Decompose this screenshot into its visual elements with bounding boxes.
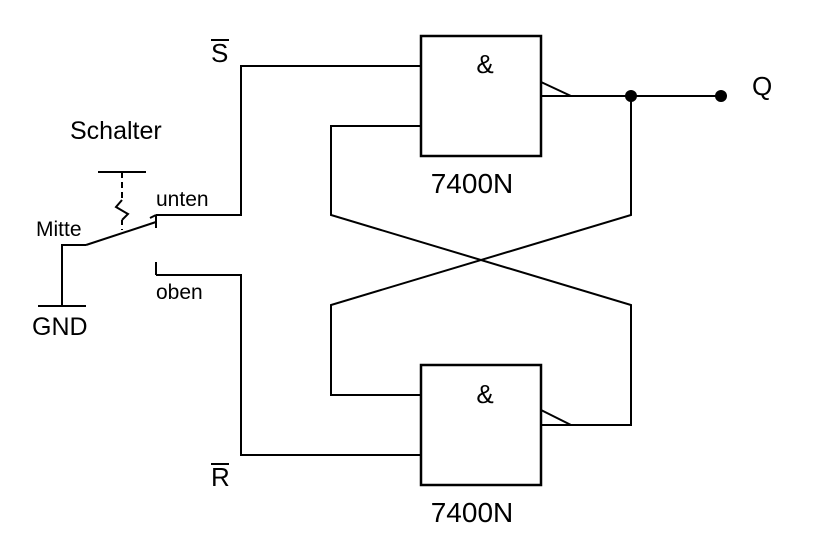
gate-top-inversion [540,81,572,97]
contact-unten-tip [149,214,157,219]
gate-top-part: 7400N [431,168,514,199]
label-r-bar: R [211,462,230,492]
nand-gate-top: & 7400N [419,34,572,199]
gate-top-body [419,34,543,158]
gate-top-symbol: & [476,49,493,79]
output-terminal [715,90,727,102]
label-q: Q [752,71,772,101]
wire-mitte-gnd [61,244,86,306]
switch-lever [85,221,157,246]
wire-feedback-top-to-bottom [330,96,632,396]
label-mitte: Mitte [36,218,82,241]
gate-bottom-part: 7400N [431,497,514,528]
gate-bottom-inversion [540,409,572,426]
label-unten: unten [156,188,209,211]
wire-r-input [156,274,421,456]
wire-feedback-bottom-to-top [330,125,632,426]
gate-bottom-body [419,363,543,487]
switch [38,171,157,307]
label-s-bar: S [211,38,228,68]
nand-gate-bottom: & 7400N [419,363,572,528]
label-switch: Schalter [70,117,162,145]
label-oben: oben [156,281,203,304]
wire-s-input [156,65,421,216]
junction-dot [625,90,637,102]
label-gnd: GND [32,313,88,341]
switch-spring [114,199,130,221]
gate-bottom-symbol: & [476,379,493,409]
